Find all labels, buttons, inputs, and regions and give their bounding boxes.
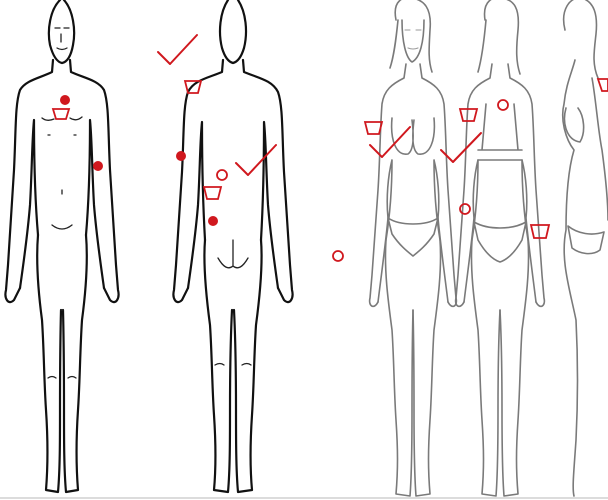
hollow-circle-marker[interactable] [216,169,228,181]
check-mark-marker[interactable] [157,34,198,65]
female-back-figure [454,0,546,497]
filled-dot-marker[interactable] [60,95,70,105]
filled-dot-marker[interactable] [93,161,103,171]
check-mark-marker[interactable] [440,132,482,163]
female-front-figure [368,0,458,497]
hollow-circle-marker[interactable] [497,99,509,111]
filled-dot-marker[interactable] [208,216,218,226]
filled-dot-marker[interactable] [176,151,186,161]
hollow-circle-marker[interactable] [459,203,471,215]
trapezoid-marker[interactable] [596,78,608,92]
hollow-circle-marker[interactable] [332,250,344,262]
check-mark-marker[interactable] [235,144,277,176]
trapezoid-marker[interactable] [458,108,479,122]
trapezoid-marker[interactable] [51,108,71,120]
male-back-figure [172,0,294,494]
trapezoid-marker[interactable] [363,121,384,135]
female-side-figure [561,0,608,497]
check-mark-marker[interactable] [369,126,411,158]
symptom-markers [51,34,608,262]
trapezoid-marker[interactable] [202,186,223,200]
trapezoid-marker[interactable] [183,80,203,94]
male-front-figure [4,0,120,494]
trapezoid-marker[interactable] [529,224,551,239]
